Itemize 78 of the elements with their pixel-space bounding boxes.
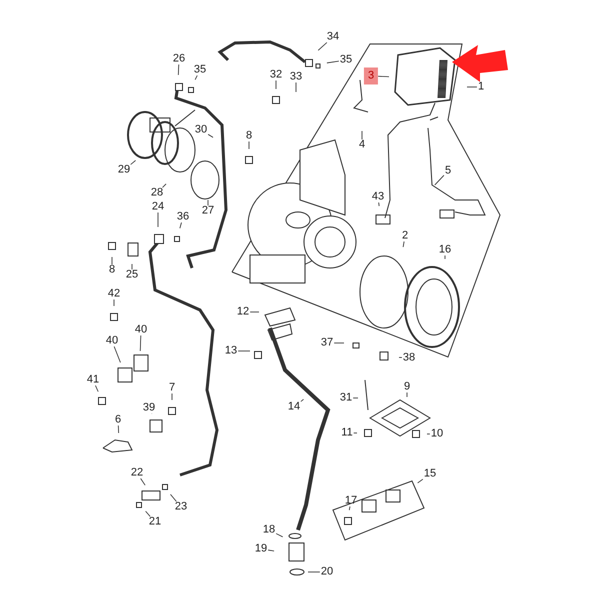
callout-number: 39 — [142, 402, 156, 414]
callout-number: 34 — [326, 32, 340, 42]
leader-line — [353, 432, 358, 434]
leader-line — [140, 478, 146, 486]
callout-number: 13 — [224, 346, 238, 356]
callout-number: 42 — [106, 288, 122, 300]
leader-line — [140, 335, 142, 352]
leader-line — [348, 506, 350, 511]
leader-line — [300, 398, 304, 402]
callout-number: 1 — [476, 82, 486, 92]
callout-number: 9 — [402, 382, 412, 392]
callout-number: 16 — [438, 244, 452, 256]
leader-line — [406, 392, 408, 398]
callout-number: 10 — [430, 428, 444, 440]
callout-number: 14 — [286, 402, 302, 412]
callout-number: 40 — [104, 336, 120, 346]
callout-number: 29 — [116, 164, 132, 176]
leader-line — [417, 478, 424, 484]
callout-number: 26 — [172, 54, 186, 64]
callout-number: 3 — [364, 68, 378, 84]
leader-line — [334, 342, 344, 344]
callout-number: 17 — [344, 496, 358, 506]
leader-line — [145, 510, 151, 517]
callout-number: 21 — [148, 516, 162, 528]
callout-number: 25 — [124, 270, 140, 280]
leader-line — [178, 64, 180, 76]
leader-line — [208, 134, 214, 138]
leader-line — [398, 357, 402, 358]
callout-number: 8 — [244, 130, 254, 142]
callout-number: 35 — [192, 64, 208, 76]
leader-line — [179, 222, 182, 229]
leader-line — [238, 350, 250, 352]
callout-number: 37 — [320, 338, 334, 348]
leader-line — [130, 160, 136, 165]
leader-line — [318, 42, 328, 51]
leader-line — [248, 141, 250, 150]
callout-number: 32 — [268, 70, 284, 80]
callout-number: 31 — [338, 392, 354, 404]
callout-number: 20 — [320, 566, 334, 578]
leader-line — [378, 76, 390, 78]
leader-line — [466, 86, 478, 88]
callout-number: 22 — [130, 468, 144, 478]
leader-line — [326, 60, 340, 64]
callout-number: 36 — [176, 212, 190, 222]
leader-line — [194, 75, 198, 80]
callout-number: 40 — [134, 324, 148, 336]
leader-line — [268, 550, 274, 552]
callout-number: 11 — [340, 428, 354, 438]
callout-number: 19 — [254, 544, 268, 554]
callout-number: 23 — [174, 502, 188, 512]
callout-number: 41 — [86, 374, 100, 386]
leader-line — [434, 174, 444, 186]
callout-number: 28 — [150, 188, 164, 198]
callout-number: 8 — [108, 264, 116, 276]
callout-number: 2 — [400, 230, 410, 242]
callout-number: 12 — [236, 306, 250, 318]
callout-number: 24 — [150, 202, 166, 212]
leader-line — [114, 346, 121, 363]
callout-number: 6 — [114, 414, 122, 426]
callout-number: 33 — [288, 72, 304, 82]
callout-number: 5 — [444, 166, 452, 176]
leader-line — [118, 425, 120, 434]
callout-number: 27 — [200, 206, 216, 216]
callout-number: 15 — [422, 468, 438, 480]
callout-number: 7 — [168, 382, 176, 394]
leader-line — [95, 385, 99, 392]
callout-number: 43 — [370, 192, 386, 202]
leader-line — [402, 241, 404, 248]
leader-line — [378, 202, 380, 206]
callout-number: 4 — [358, 140, 366, 150]
leader-line — [170, 494, 177, 502]
leader-line — [444, 255, 446, 260]
leader-line — [276, 533, 284, 538]
callout-number: 18 — [262, 524, 276, 536]
callout-number: 30 — [194, 124, 208, 136]
callout-number: 35 — [338, 54, 354, 66]
callout-number: 38 — [402, 352, 416, 364]
leader-line — [162, 184, 166, 188]
